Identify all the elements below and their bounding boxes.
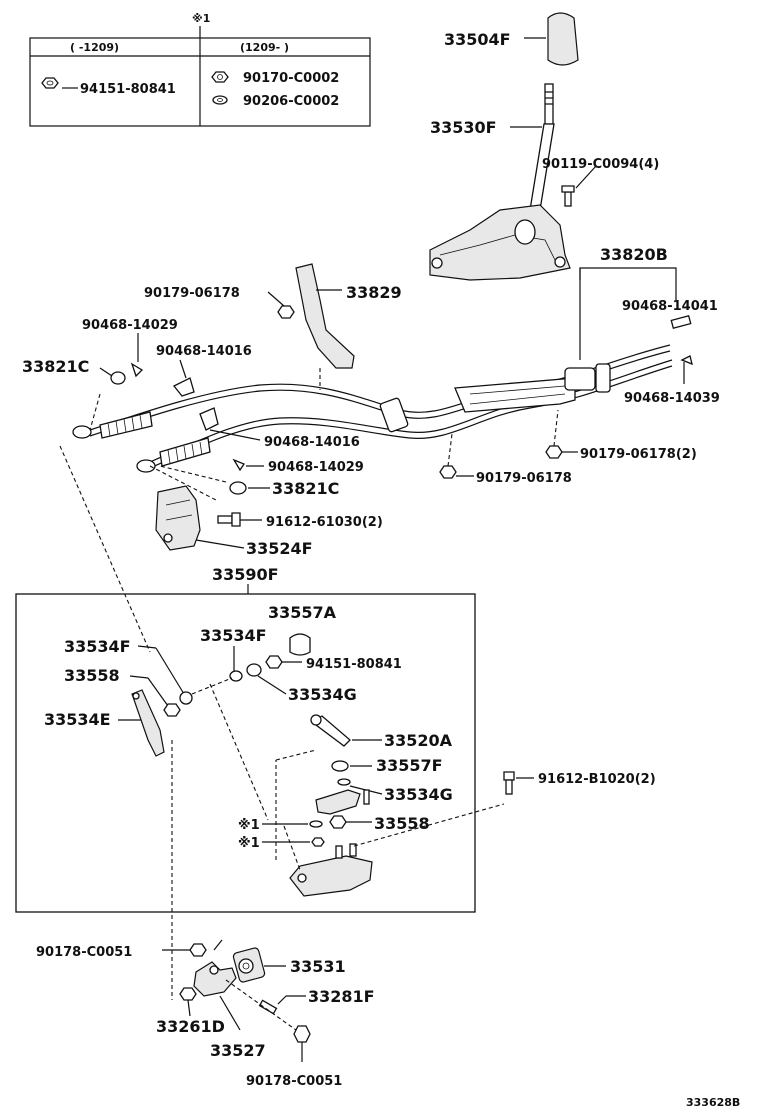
label-33821C-b: 33821C (272, 479, 339, 498)
select-arm (315, 789, 370, 815)
legend-part-90170: 90170-C0002 (243, 71, 339, 86)
clip-icon (680, 355, 693, 384)
legend-part-90206: 90206-C0002 (243, 94, 339, 109)
label-91612-61030: 91612-61030(2) (266, 515, 383, 530)
clip-icon (670, 315, 692, 329)
label-33590F: 33590F (212, 565, 279, 584)
legend-part-94151: 94151-80841 (80, 82, 176, 97)
bushing-icon (179, 691, 193, 705)
label-90468-14029-b: 90468-14029 (268, 460, 364, 475)
bushing-icon (246, 663, 287, 695)
bushing-retainer (232, 947, 286, 983)
legend-note-mark: ※1 (192, 12, 210, 25)
note-mark-a: ※1 (238, 818, 260, 833)
shift-lever-housing (429, 204, 571, 281)
cable-bracket (295, 263, 355, 390)
bushing-icon (229, 670, 243, 682)
label-33534E: 33534E (44, 710, 111, 729)
nut-icon (439, 433, 474, 479)
shift-lever (510, 83, 555, 211)
nut-icon (265, 655, 302, 669)
nut-icon (163, 703, 181, 717)
label-90178-C0051-b: 90178-C0051 (246, 1074, 342, 1089)
clip-icon (172, 377, 195, 397)
nut-icon (311, 837, 325, 847)
washer-icon (212, 95, 228, 105)
label-33504F: 33504F (444, 30, 511, 49)
legend-col2-header: (1209- ) (240, 41, 289, 54)
label-33821C-a: 33821C (22, 357, 89, 376)
nut-icon (267, 291, 295, 319)
nut-icon (293, 1025, 311, 1062)
nut-icon (162, 943, 207, 957)
nut-icon (545, 409, 578, 459)
label-33820B: 33820B (600, 245, 668, 264)
label-90179-06178-a: 90179-06178 (144, 286, 240, 301)
shift-lever-base (289, 843, 373, 897)
nut-icon (179, 987, 197, 1017)
label-33534G-b: 33534G (384, 785, 453, 804)
label-33534F-a: 33534F (64, 637, 131, 656)
label-33524F: 33524F (246, 539, 313, 558)
bolt-icon (561, 165, 597, 207)
cable-mount-bracket (155, 485, 245, 551)
bushing-icon (331, 760, 349, 772)
label-33527: 33527 (210, 1041, 266, 1060)
label-94151-80841: 94151-80841 (306, 657, 402, 672)
label-90468-14016-a: 90468-14016 (156, 344, 252, 359)
shift-rod (310, 714, 351, 747)
nut-icon (211, 71, 229, 83)
label-33531: 33531 (290, 957, 346, 976)
label-33530F: 33530F (430, 118, 497, 137)
pin-icon (232, 458, 245, 472)
bolt-icon (217, 512, 262, 527)
bushing-icon (110, 371, 126, 385)
label-33534F-b: 33534F (200, 626, 267, 645)
shift-arm (131, 689, 165, 757)
label-90178-C0051-a: 90178-C0051 (36, 945, 132, 960)
label-33557F: 33557F (376, 756, 443, 775)
legend-table: ※1 ( -1209) (1209- ) 94151-80841 90170-C… (29, 12, 371, 127)
label-33520A: 33520A (384, 731, 453, 750)
stud-icon (258, 995, 306, 1015)
figure-code: 333628B (686, 1096, 740, 1109)
nut-icon (41, 77, 59, 89)
clip-icon (199, 407, 219, 431)
label-91612-B1020: 91612-B1020(2) (538, 772, 656, 787)
label-33261D: 33261D (156, 1017, 225, 1036)
label-90468-14039: 90468-14039 (624, 391, 720, 406)
label-33557A: 33557A (268, 603, 337, 622)
pin-icon (130, 362, 144, 378)
label-33534G-a: 33534G (288, 685, 357, 704)
note-mark-b: ※1 (238, 836, 260, 851)
nut-icon (329, 815, 372, 829)
label-90179-06178-b: 90179-06178(2) (580, 447, 697, 462)
label-33558-b: 33558 (374, 814, 430, 833)
label-90468-14041: 90468-14041 (622, 299, 718, 314)
label-33829: 33829 (346, 283, 402, 302)
label-90119-C0094: 90119-C0094(4) (542, 157, 659, 172)
legend-col1-header: ( -1209) (70, 41, 119, 54)
label-90468-14016-b: 90468-14016 (264, 435, 360, 450)
assembly-box-33590F (15, 593, 476, 913)
shift-cable-assembly (72, 344, 673, 473)
cable-bracket (193, 939, 237, 997)
cap-icon (289, 633, 311, 656)
label-90468-14029-a: 90468-14029 (82, 318, 178, 333)
bushing-icon (229, 481, 247, 495)
label-33558-a: 33558 (64, 666, 120, 685)
bolt-icon (503, 771, 534, 795)
label-90179-06178-c: 90179-06178 (476, 471, 572, 486)
washer-icon (309, 820, 323, 828)
shift-knob (524, 12, 579, 66)
label-33281F: 33281F (308, 987, 375, 1006)
washer-icon (337, 778, 351, 786)
